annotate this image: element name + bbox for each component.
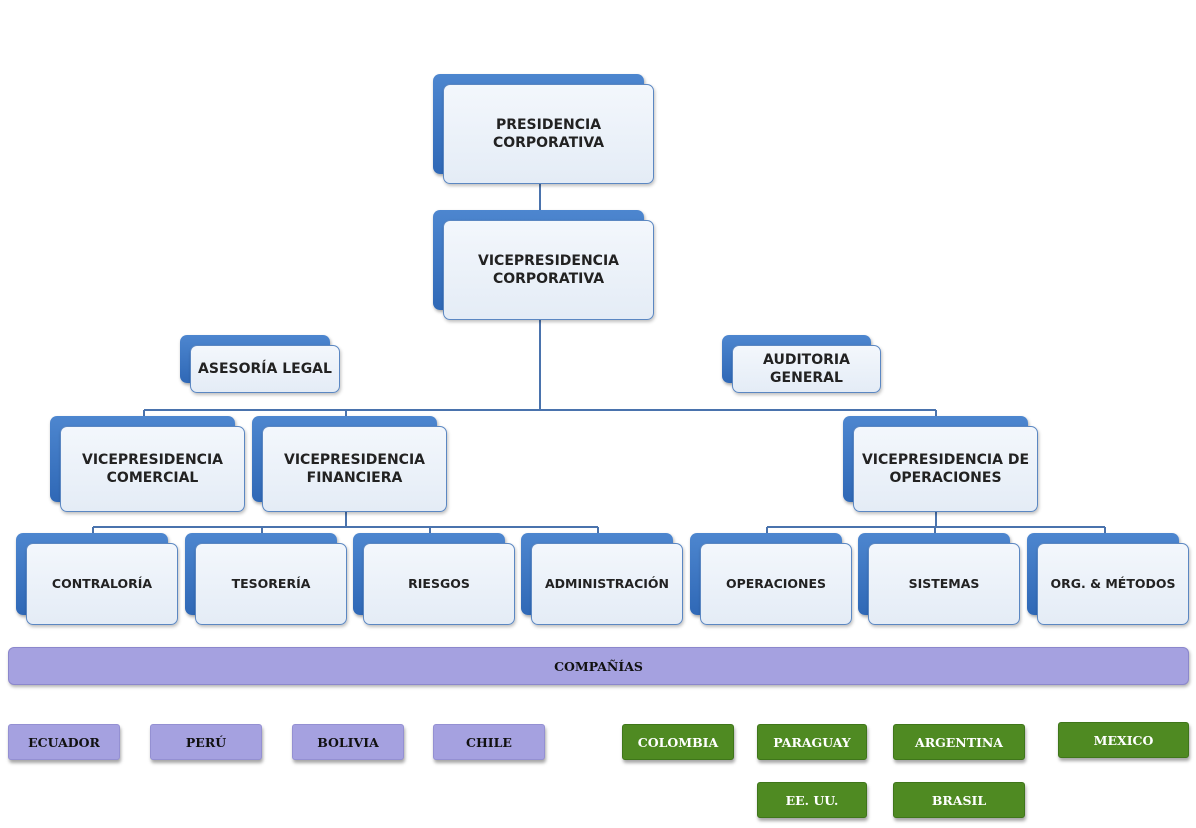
- country-paraguay: PARAGUAY: [757, 724, 867, 760]
- box-asesoria-legal: ASESORÍA LEGAL: [180, 335, 340, 393]
- label-auditoria: AUDITORIA GENERAL: [763, 352, 850, 386]
- box-auditoria-general: AUDITORIA GENERAL: [722, 335, 881, 393]
- country-argentina: ARGENTINA: [893, 724, 1025, 760]
- country-mexico: MEXICO: [1058, 722, 1189, 758]
- box-vp-operaciones: VICEPRESIDENCIA DE OPERACIONES: [843, 416, 1038, 512]
- box-riesgos: RIESGOS: [353, 533, 515, 625]
- label-vicepresidencia: VICEPRESIDENCIA CORPORATIVA: [478, 253, 619, 287]
- country-ecuador: ECUADOR: [8, 724, 120, 760]
- box-sistemas: SISTEMAS: [858, 533, 1020, 625]
- box-operaciones-dept: OPERACIONES: [690, 533, 852, 625]
- box-org-metodos: ORG. & MÉTODOS: [1027, 533, 1189, 625]
- box-contraloria: CONTRALORÍA: [16, 533, 178, 625]
- country-chile: CHILE: [433, 724, 545, 760]
- box-presidencia-corporativa: PRESIDENCIA CORPORATIVA: [433, 74, 654, 184]
- label-administracion: ADMINISTRACIÓN: [545, 576, 669, 591]
- label-tesoreria: TESORERÍA: [231, 576, 311, 591]
- label-sistemas: SISTEMAS: [908, 576, 980, 591]
- label-presidencia: PRESIDENCIA CORPORATIVA: [492, 117, 605, 151]
- box-administracion: ADMINISTRACIÓN: [521, 533, 683, 625]
- companies-title: COMPAÑÍAS: [554, 658, 643, 674]
- label-vp-comercial: VICEPRESIDENCIA COMERCIAL: [82, 452, 223, 486]
- box-vp-financiera: VICEPRESIDENCIA FINANCIERA: [252, 416, 447, 512]
- box-vp-comercial: VICEPRESIDENCIA COMERCIAL: [50, 416, 245, 512]
- label-contraloria: CONTRALORÍA: [51, 576, 153, 591]
- label-asesoria: ASESORÍA LEGAL: [198, 361, 332, 377]
- box-tesoreria: TESORERÍA: [185, 533, 347, 625]
- box-vicepresidencia-corporativa: VICEPRESIDENCIA CORPORATIVA: [433, 210, 654, 320]
- label-vp-financiera: VICEPRESIDENCIA FINANCIERA: [284, 452, 425, 486]
- label-riesgos: RIESGOS: [408, 576, 470, 591]
- label-org-metodos: ORG. & MÉTODOS: [1050, 576, 1176, 591]
- country-peru: PERÚ: [150, 724, 262, 760]
- country-colombia: COLOMBIA: [622, 724, 734, 760]
- companies-bar: COMPAÑÍAS: [8, 647, 1189, 685]
- label-vp-operaciones: VICEPRESIDENCIA DE OPERACIONES: [861, 452, 1030, 486]
- country-bolivia: BOLIVIA: [292, 724, 404, 760]
- country-eeuu: EE. UU.: [757, 782, 867, 818]
- country-brasil: BRASIL: [893, 782, 1025, 818]
- label-operaciones-dept: OPERACIONES: [725, 576, 827, 591]
